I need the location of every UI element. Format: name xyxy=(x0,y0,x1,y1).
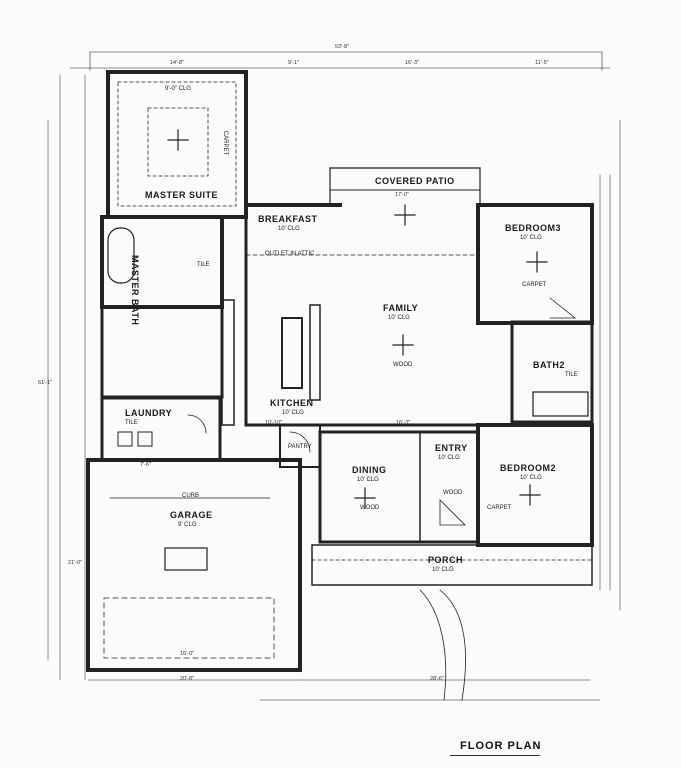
room-label-pantry: PANTRY xyxy=(288,444,312,450)
room-label-dining: DINING xyxy=(352,465,387,475)
plan-title: FLOOR PLAN xyxy=(460,740,542,752)
dim-top-mid: 9'-1" xyxy=(288,60,299,66)
dim-overall-depth: 61'-1" xyxy=(38,380,53,386)
note-garage-curb: CURB xyxy=(182,493,200,499)
room-label-master-bath: MASTER BATH xyxy=(130,255,140,326)
room-ceiling-bedroom3: 10' CLG xyxy=(520,235,542,241)
dim-garage-inner: 16'-0" xyxy=(180,651,195,657)
room-label-bath2: BATH2 xyxy=(533,360,565,370)
dim-family-right: 16'-3" xyxy=(396,420,411,426)
dim-top-right-a: 16'-3" xyxy=(405,60,420,66)
room-ceiling-porch: 10' CLG xyxy=(432,567,454,573)
room-label-garage: GARAGE xyxy=(170,510,213,520)
room-ceiling-entry: 10' CLG xyxy=(438,455,460,461)
room-label-entry: ENTRY xyxy=(435,443,468,453)
room-ceiling-family: 10' CLG xyxy=(388,315,410,321)
room-label-kitchen: KITCHEN xyxy=(270,398,314,408)
room-floor-entry: WOOD xyxy=(443,490,463,496)
dim-overall-width: 53'-8" xyxy=(335,44,350,50)
dim-kitchen-width: 10'-10" xyxy=(265,420,283,426)
dim-garage-width: 20'-8" xyxy=(180,676,195,682)
room-floor-bedroom3: CARPET xyxy=(522,282,547,288)
room-floor-dining: WOOD xyxy=(360,505,380,511)
room-floor-family: WOOD xyxy=(393,362,413,368)
dim-garage-depth: 21'-0" xyxy=(68,560,83,566)
room-label-bedroom3: BEDROOM3 xyxy=(505,223,562,233)
room-label-covered-patio: COVERED PATIO xyxy=(375,176,455,186)
room-label-breakfast: BREAKFAST xyxy=(258,214,318,224)
note-outlet-in-attic: OUTLET IN ATTIC xyxy=(265,251,315,257)
dim-master-width: 14'-8" xyxy=(170,60,185,66)
room-ceiling-bedroom2: 10' CLG xyxy=(520,475,542,481)
room-ceiling-garage: 9' CLG xyxy=(178,522,197,528)
room-label-porch: PORCH xyxy=(428,555,464,565)
room-floor-laundry: TILE xyxy=(125,420,138,426)
room-label-laundry: LAUNDRY xyxy=(125,408,173,418)
room-label-bedroom2: BEDROOM2 xyxy=(500,463,557,473)
room-ceiling-dining: 10' CLG xyxy=(357,477,379,483)
dim-top-right-b: 11'-5" xyxy=(535,60,549,66)
room-ceiling-master-suite: 9'-0" CLG xyxy=(165,86,191,92)
room-floor-master-suite: CARPET xyxy=(222,130,229,156)
room-floor-bedroom2: CARPET xyxy=(487,505,512,511)
room-ceiling-breakfast: 10' CLG xyxy=(278,226,300,232)
title-underline xyxy=(450,755,540,756)
dim-porch-width: 28'-6" xyxy=(430,676,445,682)
room-label-family: FAMILY xyxy=(383,303,419,313)
room-floor-master-bath: TILE xyxy=(197,262,210,268)
dim-patio-width: 17'-0" xyxy=(395,192,410,198)
room-label-master-suite: MASTER SUITE xyxy=(145,190,219,200)
room-ceiling-kitchen: 10' CLG xyxy=(282,410,304,416)
dim-laundry-width: 7'-6" xyxy=(140,462,151,468)
room-floor-bath2: TILE xyxy=(565,372,578,378)
